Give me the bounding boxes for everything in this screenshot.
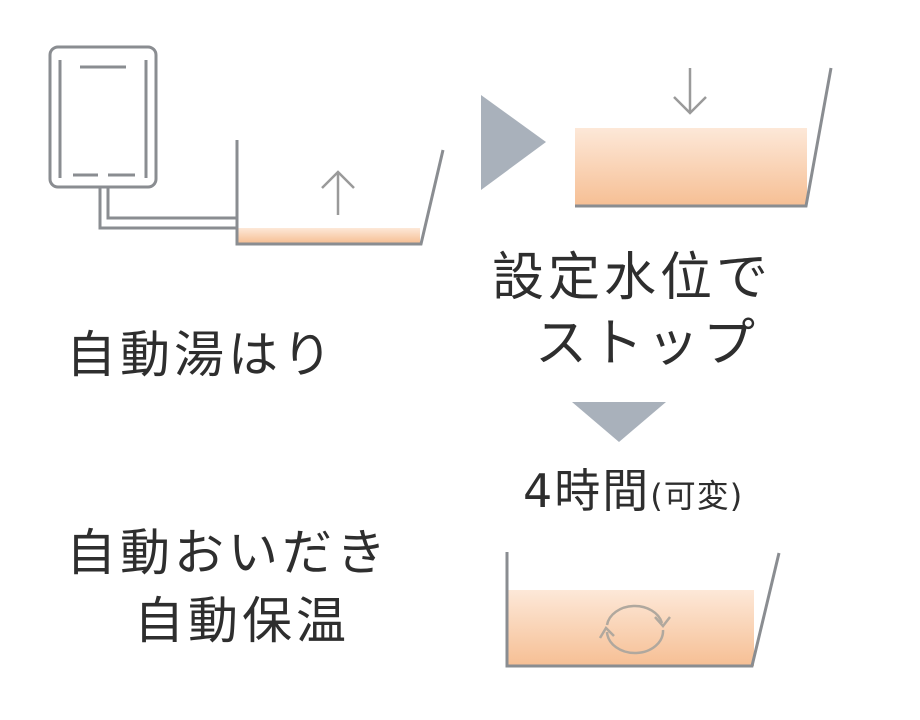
arrow-down-icon [673, 68, 707, 115]
recirculate-icon [598, 604, 671, 655]
bathtub-full [575, 67, 833, 208]
water-heater-icon [48, 45, 237, 230]
duration-value: 4時間 [523, 464, 651, 518]
next-arrow-down [572, 402, 666, 442]
label-stop-line1: 設定水位で [492, 248, 773, 308]
bathtub-keep-warm [505, 552, 781, 668]
label-reheat: 自動おいだき [66, 524, 390, 582]
label-stop-line2: ストップ [535, 314, 760, 374]
duration-note: (可変) [650, 477, 744, 515]
bathtub-filling [235, 140, 445, 246]
label-duration: 4時間(可変) [523, 468, 743, 514]
label-auto-fill: 自動湯はり [66, 326, 336, 384]
next-arrow-right [481, 95, 546, 190]
arrow-up-icon [321, 170, 355, 215]
label-keep-warm: 自動保温 [134, 592, 350, 650]
